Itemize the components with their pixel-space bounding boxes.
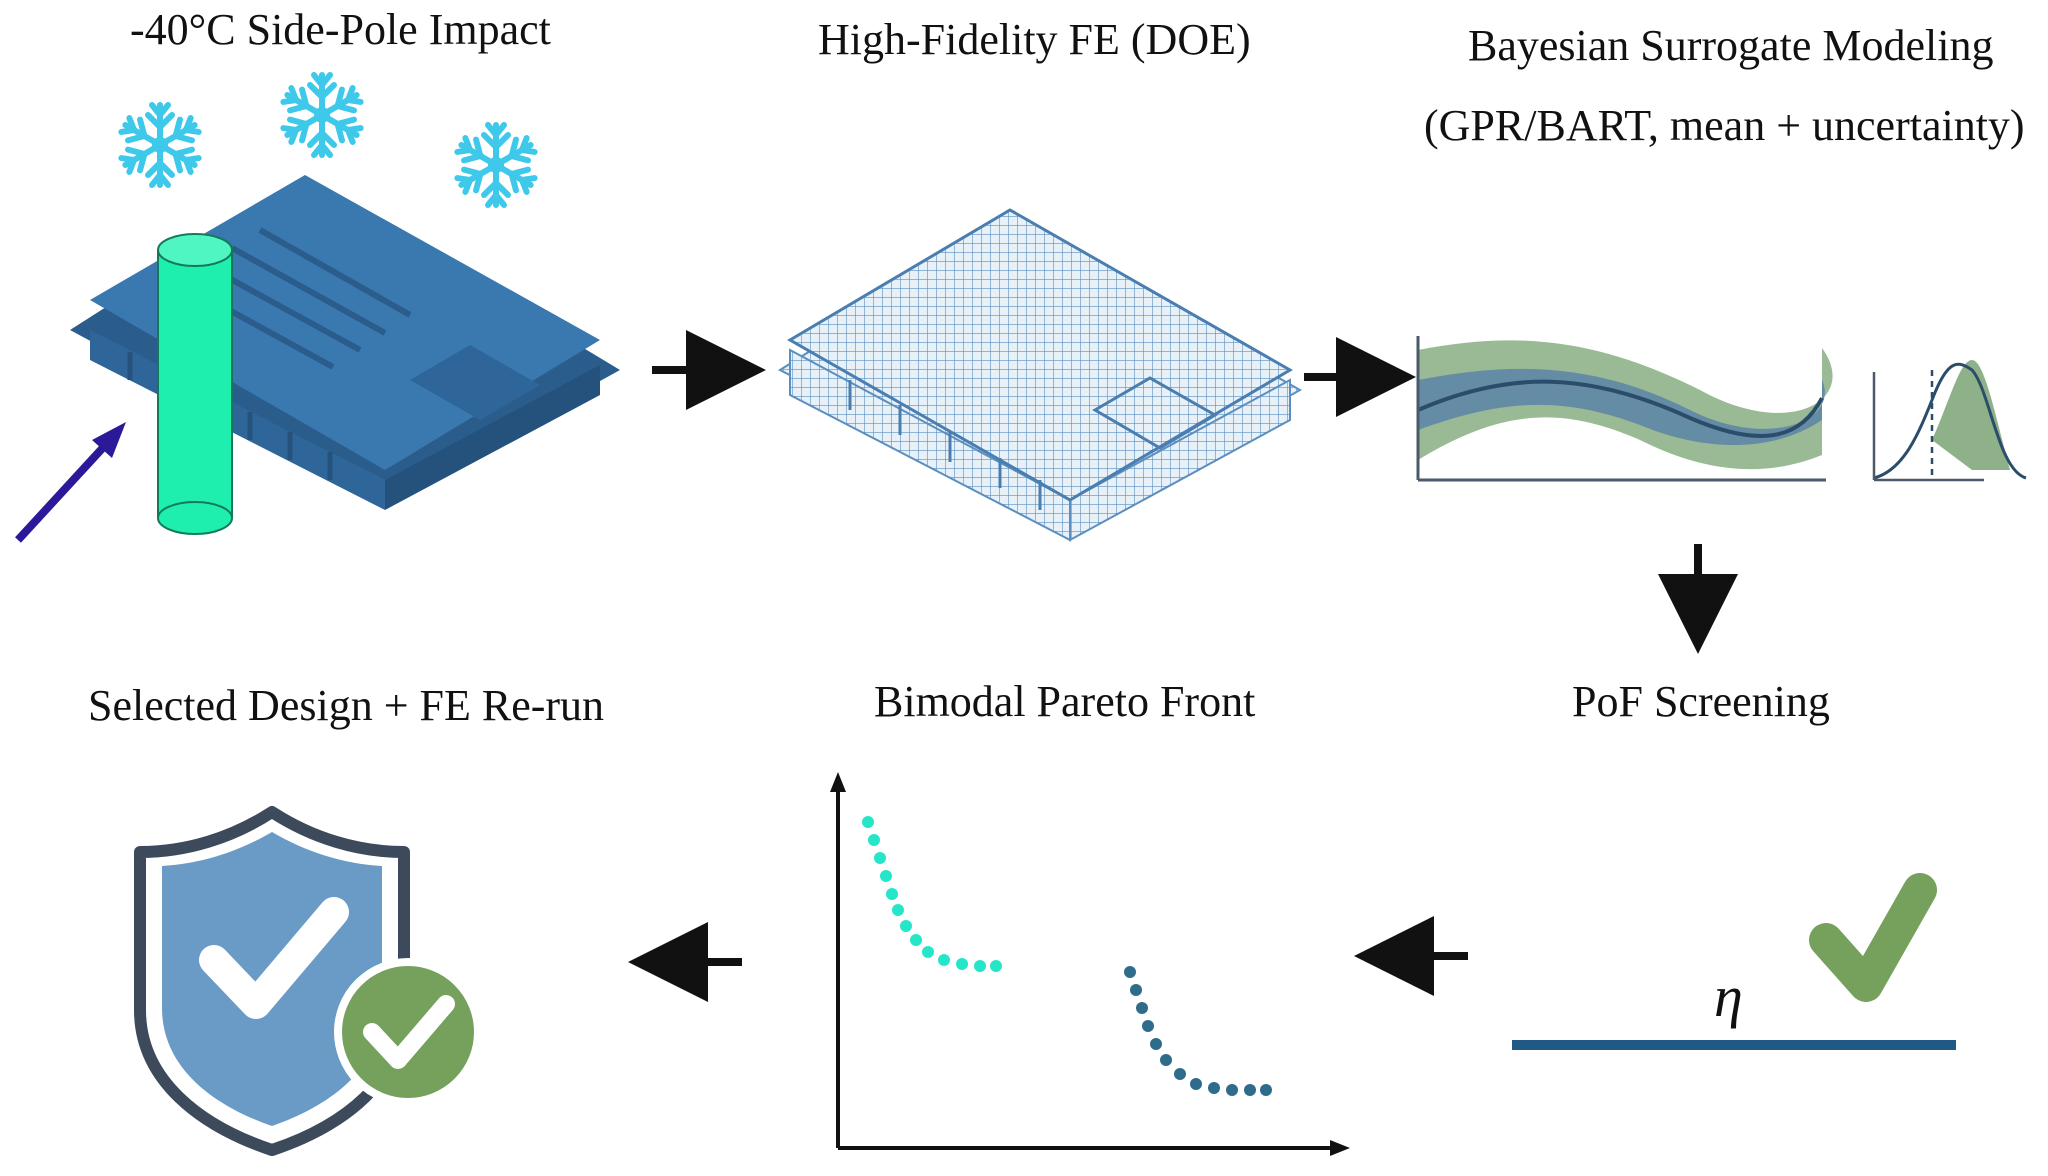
pareto-points <box>862 816 1272 1096</box>
fe-stage-title: High-Fidelity FE (DOE) <box>818 15 1251 64</box>
pole <box>157 233 233 535</box>
battery-pack <box>70 175 620 510</box>
pareto-axes <box>830 772 1350 1156</box>
impact-stage-title: -40°C Side-Pole Impact <box>130 5 551 54</box>
surrogate-stage-title-line2: (GPR/BART, mean + uncertainty) <box>1424 101 2025 150</box>
shield-check-icon <box>134 806 410 1156</box>
pareto-stage-title: Bimodal Pareto Front <box>874 677 1256 726</box>
surrogate-stage-title-line1: Bayesian Surrogate Modeling <box>1468 21 1994 70</box>
uncertainty-band-plot <box>1416 336 1833 482</box>
impact-arrow <box>15 422 126 543</box>
selected-stage-title: Selected Design + FE Re-run <box>88 681 605 730</box>
check-icon <box>1809 873 1937 1002</box>
threshold-line <box>1512 1040 1956 1050</box>
pof-stage-title: PoF Screening <box>1572 677 1830 726</box>
threshold-symbol: η <box>1714 964 1743 1029</box>
distribution-curve <box>1872 360 2027 482</box>
snowflake-icon <box>455 125 536 205</box>
meshed-battery-pack <box>777 208 1303 542</box>
check-badge-icon <box>334 958 482 1106</box>
snowflake-icon <box>119 105 200 185</box>
snowflake-icon <box>281 75 362 155</box>
